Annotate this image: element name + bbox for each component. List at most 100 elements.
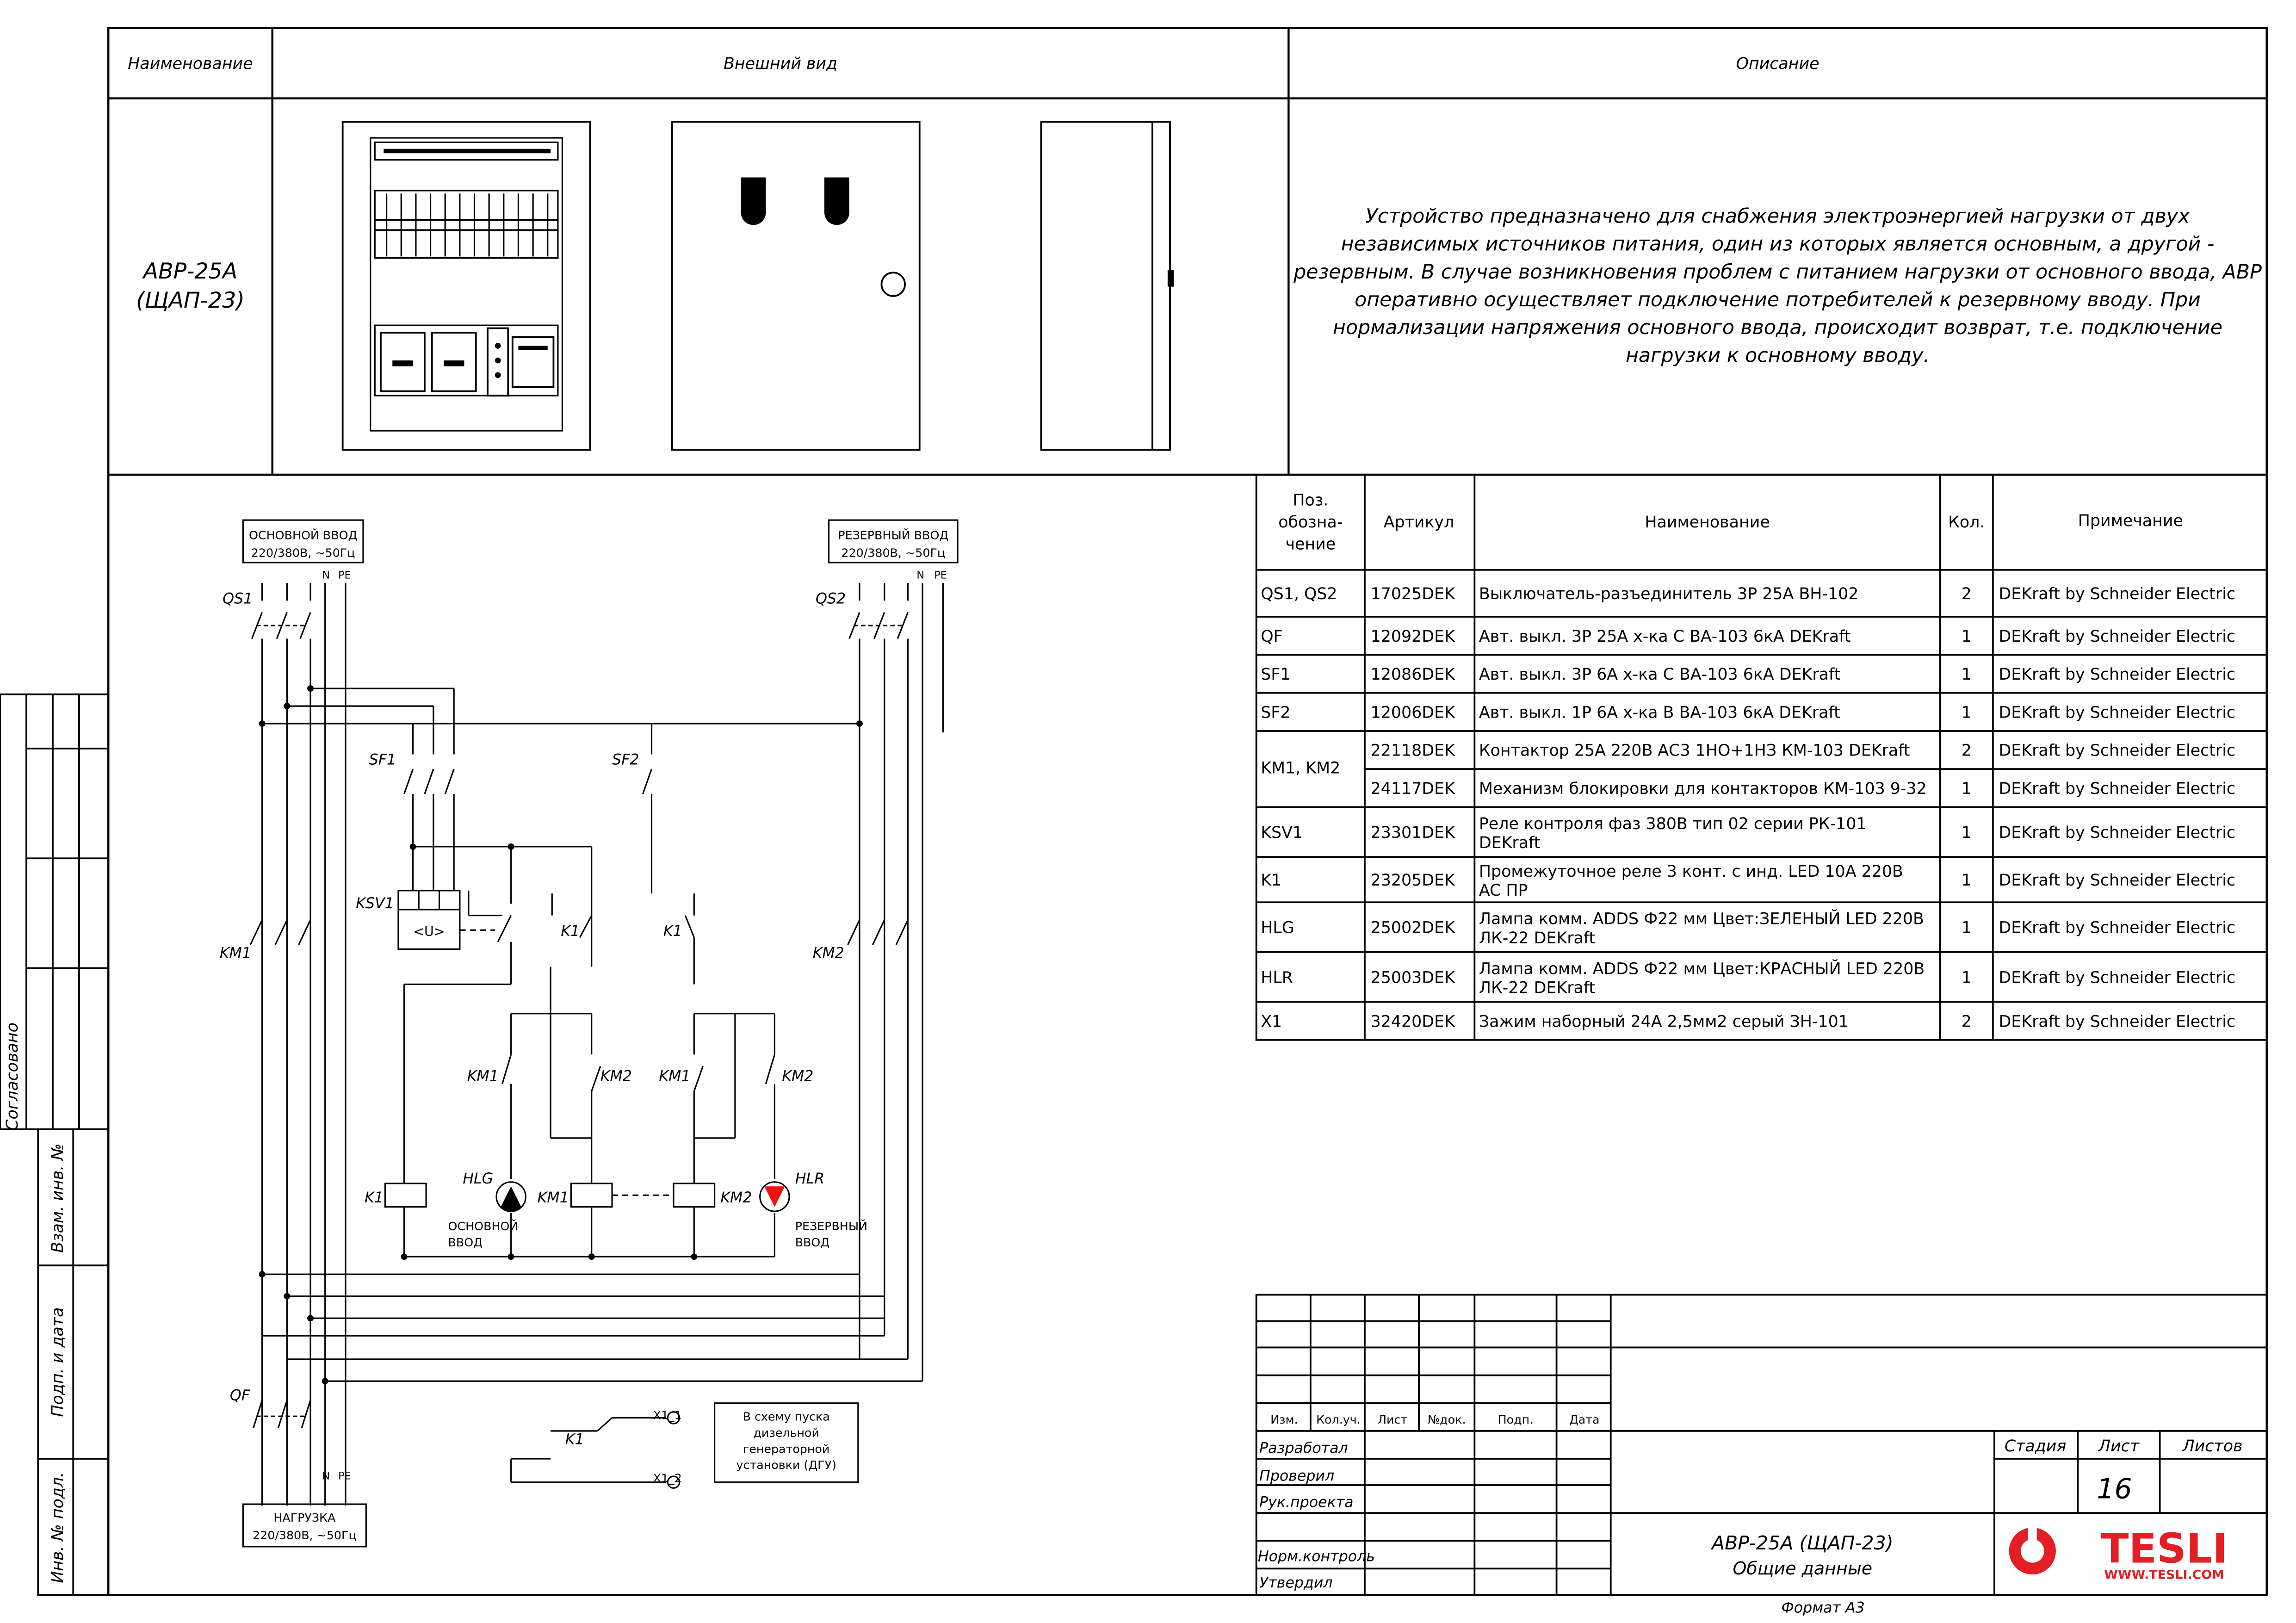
ref-sf2: SF2 [612, 752, 639, 768]
tb-role: Рук.проекта [1259, 1494, 1354, 1511]
tb-col: Лист [1378, 1412, 1407, 1426]
product-name: АВР-25А [142, 259, 238, 284]
ref-n: N [322, 570, 330, 582]
cell-name: Зажим наборный 24А 2,5мм2 серый ЗН-101 [1479, 1012, 1849, 1031]
ref-k1-dry: K1 [565, 1431, 584, 1448]
ref-k1: K1 [561, 923, 580, 940]
dgu-note: дизельной [753, 1426, 819, 1440]
spec-table-header: Поз. обозна- чение Артикул Наименование … [1278, 491, 2183, 553]
cell-note: DEKraft by Schneider Electric [1999, 703, 2235, 722]
cell-name: Авт. выкл. 3Р 25А х-ка С ВА-103 6кА DEKr… [1479, 627, 1851, 646]
tesli-logo: TESLI WWW.TESLI.COM [2009, 1523, 2228, 1582]
cell-article: 25002DEK [1371, 919, 1455, 937]
header-name: Наименование [128, 55, 253, 73]
cell-qty: 1 [1962, 703, 1972, 722]
cell-article: 17025DEK [1371, 585, 1455, 603]
lamp-main-caption: ВВОД [448, 1235, 483, 1249]
cell-pos: KSV1 [1261, 824, 1303, 842]
cell-article: 22118DEK [1371, 742, 1455, 760]
cell-note: DEKraft by Schneider Electric [1999, 780, 2235, 798]
lamp-reserve-caption: РЕЗЕРВНЫЙ [795, 1219, 867, 1233]
description-line: оперативно осуществляет подключение потр… [1355, 288, 2201, 311]
header-view: Внешний вид [724, 55, 837, 73]
cell-qty: 1 [1962, 824, 1972, 842]
th-article: Артикул [1384, 513, 1454, 532]
cell-note: DEKraft by Schneider Electric [1999, 968, 2235, 987]
tb-col: Дата [1569, 1412, 1600, 1426]
cell-pos: QS1, QS2 [1261, 585, 1337, 603]
lamp-reserve-caption: ВВОД [795, 1235, 829, 1249]
tb-stage: Стадия [2005, 1437, 2067, 1456]
ref-k1-coil: K1 [365, 1189, 384, 1206]
cell-name: Авт. выкл. 1Р 6А х-ка В ВА-103 6кА DEKra… [1479, 703, 1840, 722]
cell-name: Реле контроля фаз 380В тип 02 серии РК-1… [1479, 815, 1867, 833]
th-name: Наименование [1645, 513, 1770, 532]
title-block-roles: Разработал Проверил Рук.проекта Норм.кон… [1258, 1440, 1375, 1591]
tb-col: №док. [1428, 1412, 1466, 1426]
schematic [242, 519, 959, 1548]
description-line: Устройство предназначено для снабжения э… [1366, 205, 2190, 228]
ref-km1-coil: KM1 [538, 1189, 569, 1206]
cell-name: Выключатель-разъединитель 3P 25А ВН-102 [1479, 585, 1859, 603]
ref-km2-coil: KM2 [720, 1189, 752, 1206]
reserve-input-spec: 220/380В, ~50Гц [841, 545, 945, 559]
ref-km2: KM2 [600, 1068, 632, 1084]
ref-km1: KM1 [220, 945, 251, 962]
cell-article: 23205DEK [1371, 871, 1455, 890]
cabinet-side-view [1040, 121, 1174, 451]
cell-pos: KM1, KM2 [1261, 759, 1340, 778]
terminal-dots [259, 685, 863, 1385]
tb-doc-subtitle: Общие данные [1733, 1558, 1872, 1579]
cell-article: 32420DEK [1371, 1012, 1455, 1031]
cell-article: 23301DEK [1371, 824, 1455, 842]
dgu-note: установки (ДГУ) [736, 1458, 836, 1472]
th-pos: чение [1285, 535, 1336, 553]
lamp-main-caption: ОСНОВНОЙ [448, 1219, 519, 1233]
cell-qty: 1 [1962, 665, 1972, 684]
ref-qs2: QS2 [816, 591, 846, 607]
ref-u: <U> [413, 924, 445, 939]
spec-table [1255, 474, 2268, 1041]
cell-name: Авт. выкл. 3Р 6А х-ка С ВА-103 6кА DEKra… [1479, 665, 1840, 684]
cell-name: ЛК-22 DEKraft [1479, 929, 1595, 948]
cell-qty: 2 [1962, 585, 1972, 603]
ref-qf: QF [230, 1387, 250, 1404]
lamp-red-icon [764, 1186, 785, 1207]
ref-pe: PE [934, 570, 947, 582]
ref-n: N [916, 570, 924, 582]
ref-km1: KM1 [659, 1068, 690, 1084]
description-block: Устройство предназначено для снабжения э… [1293, 205, 2262, 367]
th-qty: Кол. [1948, 513, 1985, 532]
tb-col: Изм. [1270, 1412, 1298, 1426]
description-line: нагрузки к основному вводу. [1626, 344, 1930, 367]
tb-col: Подп. [1498, 1412, 1534, 1426]
cell-qty: 1 [1962, 919, 1972, 937]
cell-qty: 1 [1962, 871, 1972, 890]
cabinet-open-view [341, 121, 591, 451]
cell-qty: 1 [1962, 780, 1972, 798]
cell-pos: HLR [1261, 968, 1293, 987]
cell-pos: QF [1261, 627, 1282, 646]
ref-hlr: HLR [795, 1171, 824, 1187]
cell-name: Механизм блокировки для контакторов КМ-1… [1479, 780, 1927, 798]
ref-n: N [322, 1470, 330, 1482]
cell-qty: 2 [1962, 742, 1972, 760]
cell-pos: K1 [1261, 871, 1281, 890]
stamp-podp: Подп. и дата [49, 1307, 67, 1417]
ref-ksv1: KSV1 [356, 895, 394, 912]
load-label: НАГРУЗКА [273, 1511, 336, 1524]
title-block-cols: Изм. Кол.уч. Лист №док. Подп. Дата [1270, 1412, 1599, 1426]
description-line: резервным. В случае возникновения пробле… [1293, 260, 2262, 284]
cell-note: DEKraft by Schneider Electric [1999, 871, 2235, 890]
format-label: Формат А3 [1782, 1599, 1865, 1616]
th-pos: Поз. [1293, 491, 1328, 509]
tb-col: Кол.уч. [1316, 1412, 1361, 1426]
